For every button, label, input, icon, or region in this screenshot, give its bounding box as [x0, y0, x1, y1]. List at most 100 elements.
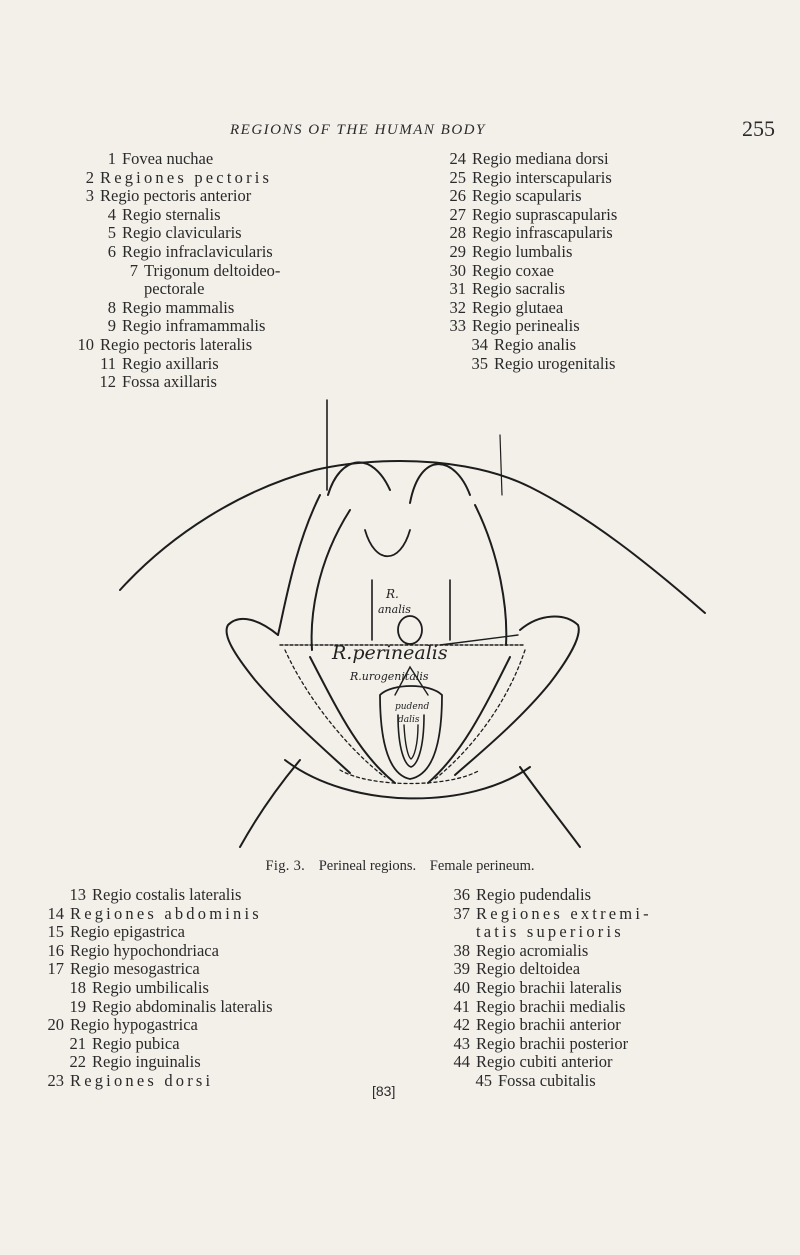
label-r-perinealis: R.perinealis: [331, 642, 448, 664]
legend-number: 34: [471, 334, 489, 354]
vertical-tick-right: [499, 434, 503, 496]
legend-text: Regio mammalis: [122, 297, 235, 317]
legend-number: 19: [69, 996, 87, 1016]
legend-number: 24: [449, 149, 467, 168]
legend-text: Regio sternalis: [122, 204, 221, 224]
legend-text: Regio brachii anterior: [476, 1015, 621, 1035]
legend-number: 4: [107, 204, 116, 224]
legend-number: 21: [69, 1033, 87, 1053]
legend-text: tatis superioris: [476, 922, 624, 942]
legend-text: Fossa cubitalis: [498, 1070, 596, 1090]
legend-text: Regio inframammalis: [122, 316, 266, 336]
legend-entry: 3 Regio pectoris anterior: [70, 187, 390, 206]
legend-number: 36: [453, 885, 471, 904]
label-r-pudendalis-1: pudend: [395, 702, 429, 712]
legend-text: Regio pectoris lateralis: [100, 334, 253, 354]
legend-text: Regio cubiti anterior: [476, 1052, 613, 1072]
legend-entry: pectorale: [70, 280, 390, 299]
legend-text: Regio hypogastrica: [70, 1015, 198, 1035]
page-number: 255: [742, 116, 775, 141]
legend-number: 32: [449, 297, 467, 317]
legend-text: Regio brachii posterior: [476, 1033, 629, 1053]
lower-arc: [284, 759, 531, 800]
left-thigh-outline: [119, 460, 401, 591]
legend-text: Regiones pectoris: [100, 167, 273, 187]
legend-text: Regio pectoris anterior: [100, 186, 252, 206]
right-inner-line: [474, 504, 508, 646]
legend-text: Regio brachii lateralis: [476, 977, 622, 997]
legend-number: 17: [47, 959, 65, 979]
legend-text: Regio suprascapularis: [472, 204, 618, 224]
label-r-analis-1: R.: [385, 587, 399, 601]
anal-region-outline: [371, 579, 451, 641]
legend-number: 40: [453, 977, 471, 997]
legend-text: Regio acromialis: [476, 940, 589, 960]
legend-entry: tatis superioris: [446, 923, 786, 942]
legend-text: Regio pudendalis: [476, 885, 592, 904]
pubic-triangle: [394, 665, 429, 696]
legend-text: Regio epigastrica: [70, 922, 186, 942]
legend-number: 29: [449, 241, 467, 261]
legend-number: 8: [107, 297, 116, 317]
vulva-inner-2: [403, 724, 419, 760]
legend-text: Regio mediana dorsi: [472, 149, 609, 168]
legend-text: Regio clavicularis: [122, 223, 242, 243]
dotted-lower: [339, 769, 481, 785]
legend-text: Regio inguinalis: [92, 1052, 201, 1072]
legend-text: Regio analis: [494, 334, 577, 354]
legend-number: 18: [69, 977, 87, 997]
legend-text: Regio deltoidea: [476, 959, 581, 979]
right-lower-thigh: [519, 766, 581, 848]
legend-text: Regio interscapularis: [472, 167, 612, 187]
legend-number: 26: [449, 186, 467, 206]
legend-number: 38: [453, 940, 471, 960]
caption-label: Fig. 3.: [265, 858, 306, 874]
legend-number: 23: [47, 1070, 65, 1090]
legend-entry: 8 Regio mammalis: [70, 297, 390, 318]
pudendal-outline: [379, 685, 443, 780]
legend-text: Regiones extremi-: [476, 903, 652, 923]
legend-text: Regio sacralis: [472, 279, 566, 299]
legend-number: 3: [85, 186, 94, 206]
legend-text: Regio umbilicalis: [92, 977, 209, 997]
legend-text: Regio brachii medialis: [476, 996, 626, 1016]
legend-text: Regio infraclavicularis: [122, 241, 273, 261]
legend-number: 39: [453, 959, 471, 979]
perineal-regions-figure: R. analis R.perinealis R.urogenitalis pu…: [110, 395, 710, 850]
legend-text: Regio abdominalis lateralis: [92, 996, 273, 1016]
legend-text: Regio axillaris: [122, 353, 219, 373]
label-r-pudendalis-2: dalis: [398, 715, 420, 725]
legend-number: 6: [107, 241, 116, 261]
legend-number: 33: [449, 316, 467, 336]
caption-title: Perineal regions.: [318, 858, 417, 874]
coccyx-curve: [364, 529, 411, 558]
label-r-analis-2: analis: [378, 603, 411, 616]
legend-text: Regio hypochondriaca: [70, 940, 219, 960]
